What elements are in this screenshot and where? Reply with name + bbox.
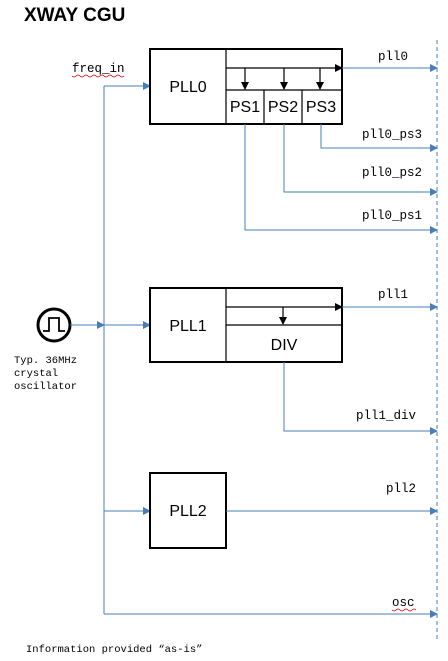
pll1-output-label: pll1 [378, 288, 408, 302]
oscillator-circle [36, 307, 72, 343]
pll0-output-label: pll0 [378, 50, 408, 64]
ps1-label: PS1 [230, 99, 260, 116]
pll0-ps3-output-label: pll0_ps3 [362, 128, 422, 142]
diagram-title: XWAY CGU [24, 5, 125, 26]
oscillator-label-line1: Typ. 36MHz [14, 355, 77, 367]
ps3-label: PS3 [306, 99, 336, 116]
oscillator: Typ. 36MHz crystal oscillator [14, 307, 77, 393]
pll1-block: PLL1 DIV [149, 287, 343, 363]
spellcheck-underline [71, 74, 125, 78]
input-bus [70, 82, 438, 618]
pll2-output-label: pll2 [386, 482, 416, 496]
oscillator-label-line2: crystal [14, 368, 58, 380]
pll1-div-output-label: pll1_div [356, 409, 417, 423]
freq-in-label: freq_in [72, 62, 125, 76]
square-wave-icon [43, 317, 65, 332]
pll0-outputs [244, 64, 438, 234]
pll1-outputs [283, 303, 438, 435]
pll2-block: PLL2 [149, 472, 227, 549]
footer-note: Information provided “as-is” [26, 644, 202, 656]
pll0-label: PLL0 [169, 79, 206, 96]
oscillator-label-line3: oscillator [14, 381, 77, 393]
pll0-block: PLL0 PS1 PS2 PS3 [149, 48, 343, 125]
osc-output-label: osc [392, 596, 415, 610]
div-label: DIV [271, 337, 298, 354]
pll0-ps2-output-label: pll0_ps2 [362, 166, 422, 180]
ps2-label: PS2 [268, 99, 298, 116]
pll1-label: PLL1 [169, 318, 206, 335]
pll0-ps1-output-label: pll0_ps1 [362, 209, 422, 223]
spellcheck-underline [391, 608, 417, 612]
pll2-label: PLL2 [169, 503, 206, 520]
